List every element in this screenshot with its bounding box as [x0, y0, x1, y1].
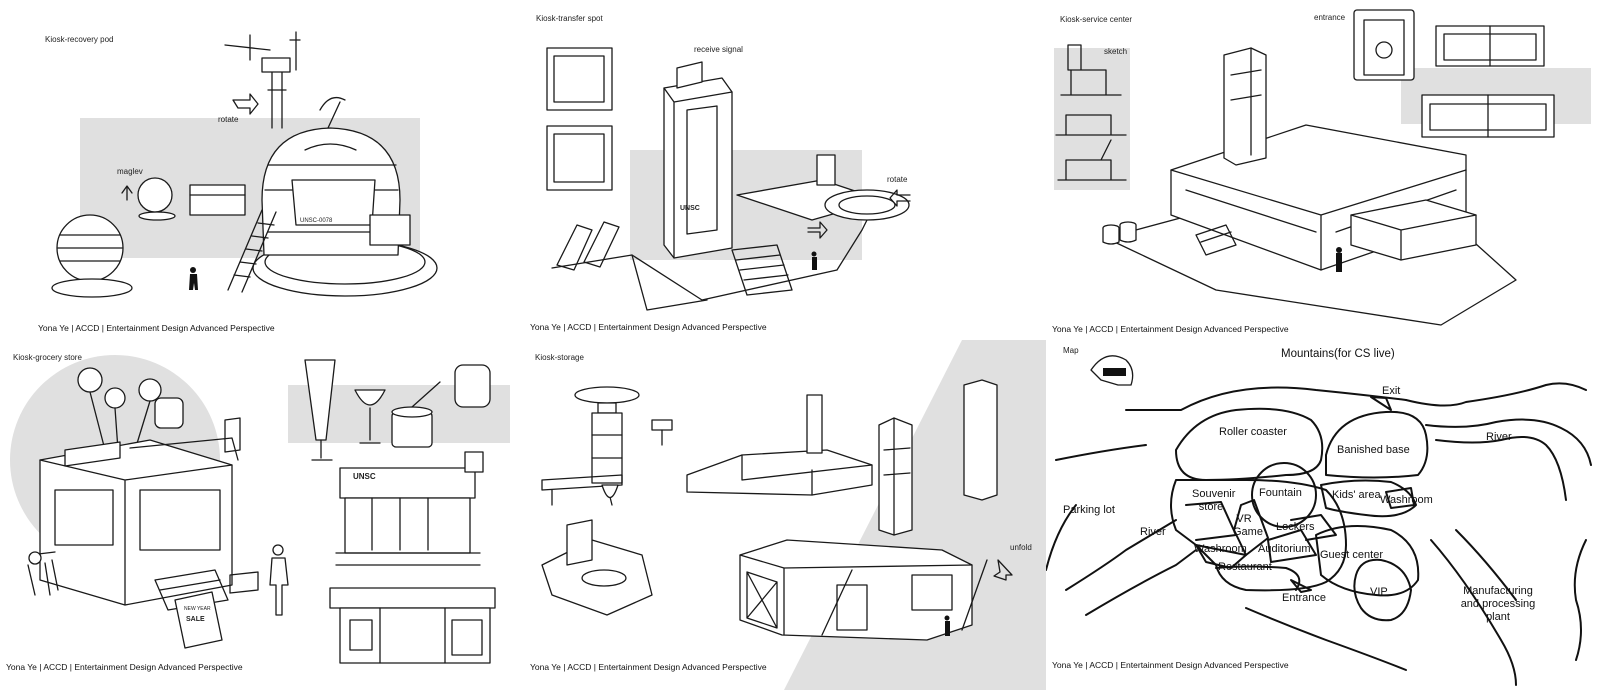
map-label-auditorium: Auditorium — [1258, 543, 1311, 555]
map-label-banished-base: Banished base — [1337, 444, 1410, 456]
map-label-washroom-left: Washroom — [1194, 543, 1247, 555]
grocery-store-credit: Yona Ye | ACCD | Entertainment Design Ad… — [6, 662, 243, 672]
map-title: Map — [1063, 346, 1079, 355]
grocery-store-sketch — [10, 355, 510, 664]
recovery-pod-sketch — [51, 31, 438, 298]
recovery-pod-maglev-label: maglev — [117, 167, 143, 176]
map-label-fountain: Fountain — [1259, 487, 1302, 499]
map-label-river-left: River — [1140, 526, 1166, 538]
storage-unfold-label: unfold — [1010, 543, 1032, 552]
map-label-lockers: Lockers — [1276, 521, 1315, 533]
grocery-store-decal: UNSC — [353, 472, 376, 481]
storage-title: Kiosk-storage — [535, 353, 584, 362]
transfer-spot-sketch — [546, 47, 911, 311]
recovery-pod-rotate-label: rotate — [218, 115, 239, 124]
transfer-spot-receive-signal-label: receive signal — [694, 45, 743, 54]
grocery-store-title: Kiosk-grocery store — [13, 353, 82, 362]
panel-map: Map Mountains(for CS live) Exit Roller c… — [1046, 340, 1600, 690]
transfer-spot-title: Kiosk-transfer spot — [536, 14, 603, 23]
map-label-entrance: Entrance — [1282, 592, 1327, 604]
map-label-exit: Exit — [1382, 385, 1401, 397]
service-center-sketch-label: sketch — [1104, 47, 1128, 56]
grocery-store-new-year-sign: NEW YEAR — [184, 606, 211, 612]
panel-grocery-store: Kiosk-grocery store UNSC NEW YEAR SALE Y… — [0, 340, 522, 690]
storage-credit: Yona Ye | ACCD | Entertainment Design Ad… — [530, 662, 767, 672]
transfer-spot-credit: Yona Ye | ACCD | Entertainment Design Ad… — [530, 322, 767, 332]
map-label-kids-area: Kids' area — [1332, 489, 1381, 501]
panel-service-center: Kiosk-service center sketch entrance Yon… — [1046, 0, 1600, 340]
grocery-store-sale-sign: SALE — [186, 616, 205, 623]
map-label-washroom-right: Washroom — [1380, 494, 1433, 506]
panel-recovery-pod: Kiosk-recovery pod rotate maglev UNSC-00… — [0, 0, 522, 340]
map-label-restaurant: Restaurant — [1218, 561, 1272, 573]
service-center-entrance-label: entrance — [1314, 13, 1346, 22]
map-label-mountains: Mountains(for CS live) — [1281, 348, 1395, 360]
map-label-parking-lot: Parking lot — [1063, 504, 1115, 516]
recovery-pod-decal: UNSC-0078 — [300, 218, 333, 224]
map-label-guest-center: Guest center — [1320, 549, 1383, 561]
map-label-manufacturing: Manufacturing and processing plant — [1460, 585, 1536, 623]
map-label-vr-game: VR Game — [1233, 513, 1263, 538]
transfer-spot-decal: UNSC — [680, 205, 700, 212]
recovery-pod-title: Kiosk-recovery pod — [45, 35, 114, 44]
storage-sketch — [541, 340, 1046, 690]
park-map — [1046, 355, 1592, 686]
map-label-roller-coaster: Roller coaster — [1219, 426, 1287, 438]
map-label-vip: VIP — [1370, 586, 1388, 598]
panel-storage: Kiosk-storage unfold Yona Ye | ACCD | En… — [522, 340, 1046, 690]
map-label-river-right: River — [1486, 431, 1512, 443]
recovery-pod-credit: Yona Ye | ACCD | Entertainment Design Ad… — [38, 323, 275, 333]
panel-transfer-spot: Kiosk-transfer spot receive signal rotat… — [522, 0, 1046, 340]
service-center-title: Kiosk-service center — [1060, 15, 1133, 24]
map-credit: Yona Ye | ACCD | Entertainment Design Ad… — [1052, 660, 1289, 670]
service-center-credit: Yona Ye | ACCD | Entertainment Design Ad… — [1052, 324, 1289, 334]
map-label-souvenir: Souvenir store — [1192, 488, 1236, 513]
service-center-sketch — [1054, 9, 1591, 326]
transfer-spot-rotate-label: rotate — [887, 175, 908, 184]
